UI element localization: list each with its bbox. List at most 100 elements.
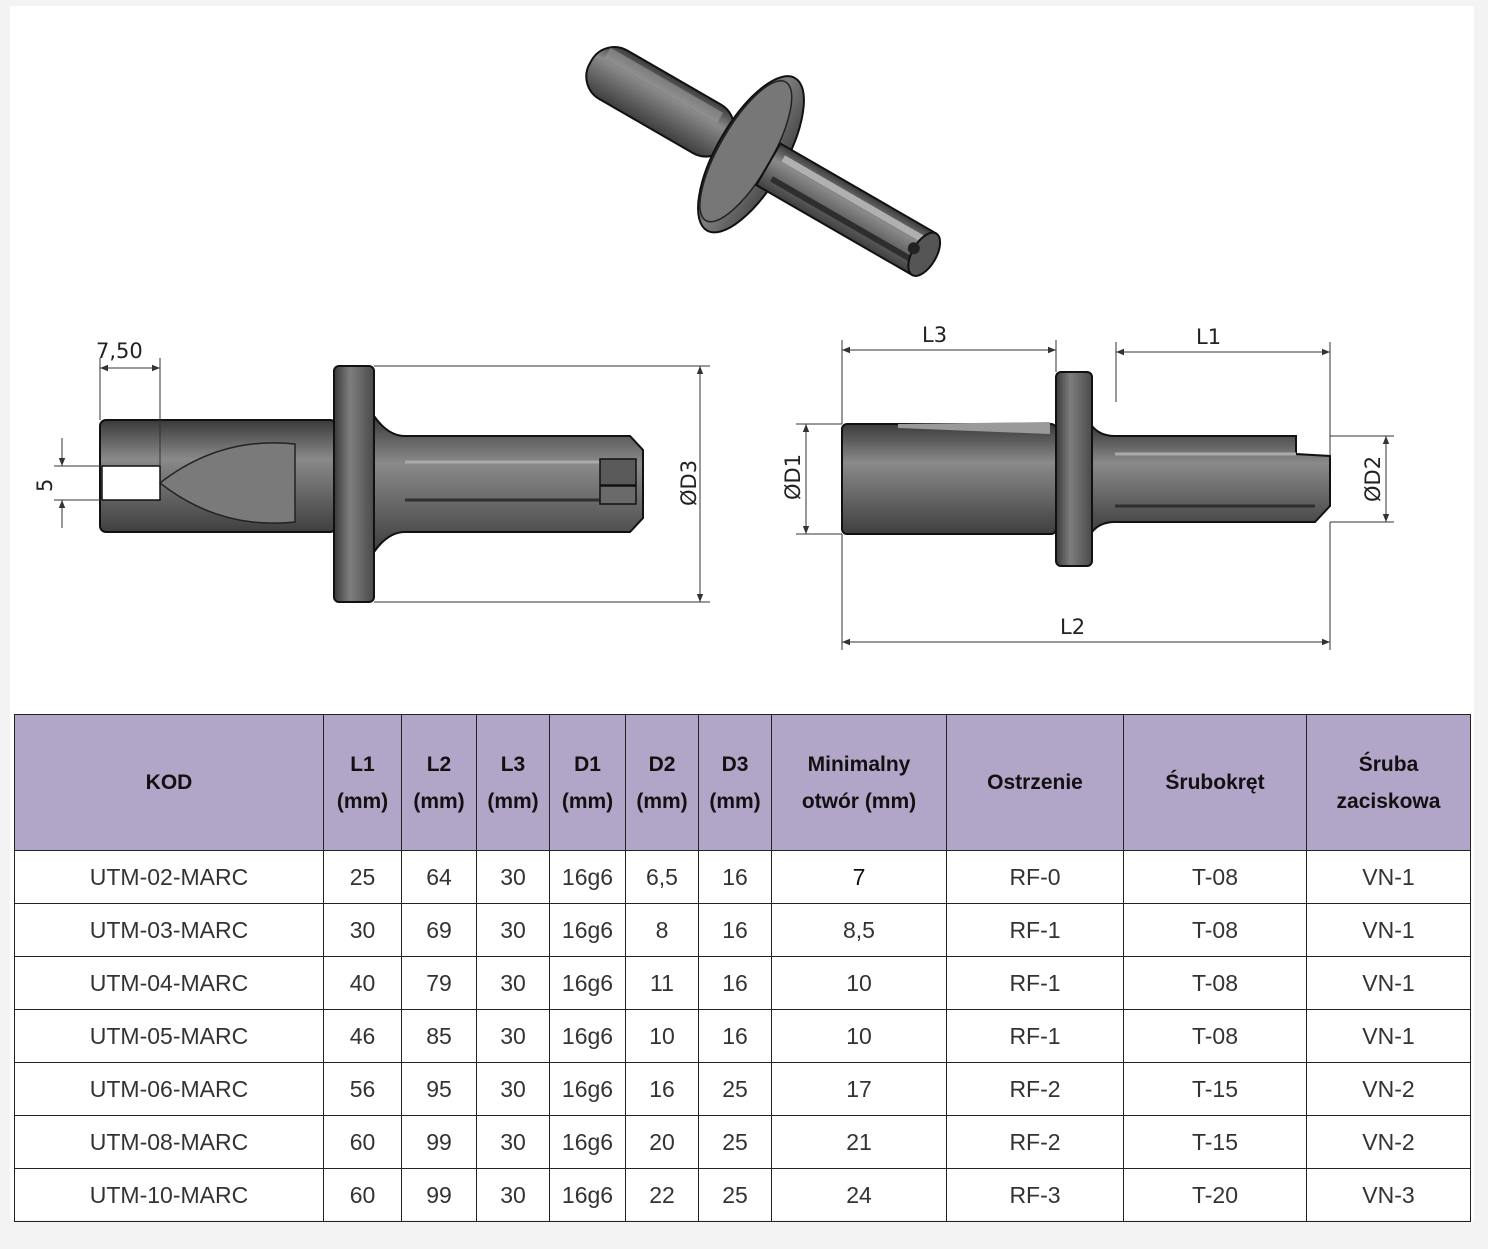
column-header-line2: (mm) (487, 789, 539, 813)
table-cell: 16 (698, 903, 772, 957)
table-cell: 56 (323, 1062, 402, 1116)
column-header: D3 (mm) (698, 714, 772, 851)
table-cell: 10 (625, 1009, 699, 1063)
table-cell: 60 (323, 1168, 402, 1222)
table-cell: 8,5 (771, 903, 947, 957)
column-header-line1: L1 (350, 752, 375, 776)
column-header-line1: D1 (574, 752, 601, 776)
dim-slot-width: 7,50 (96, 339, 143, 363)
table-cell: RF-2 (946, 1062, 1124, 1116)
table-cell: 16 (698, 850, 772, 904)
table-cell: VN-1 (1306, 1009, 1471, 1063)
table-cell: 8 (625, 903, 699, 957)
column-header: Ostrzenie (946, 714, 1124, 851)
dim-d1: ØD1 (781, 454, 805, 500)
column-header-line2: otwór (mm) (801, 789, 917, 813)
table-cell: 16 (698, 1009, 772, 1063)
table-cell: 6,5 (625, 850, 699, 904)
table-cell: 46 (323, 1009, 402, 1063)
column-header-line1: D2 (648, 752, 676, 776)
table-cell: UTM-10-MARC (14, 1168, 324, 1222)
table-cell: 99 (401, 1115, 477, 1169)
table-cell: 30 (476, 850, 550, 904)
column-header-line2: (mm) (636, 789, 688, 813)
column-header-line2: zaciskowa (1336, 789, 1441, 813)
table-cell: RF-2 (946, 1115, 1124, 1169)
table-cell: VN-1 (1306, 903, 1471, 957)
table-cell: 40 (323, 956, 402, 1010)
table-cell: RF-1 (946, 956, 1124, 1010)
table-cell: T-08 (1123, 903, 1307, 957)
table-cell: RF-1 (946, 903, 1124, 957)
table-cell: 99 (401, 1168, 477, 1222)
column-header-line1: D3 (721, 752, 749, 776)
table-cell: 30 (476, 903, 550, 957)
table-cell: 25 (323, 850, 402, 904)
column-header: KOD (14, 714, 324, 851)
table-cell: 69 (401, 903, 477, 957)
table-cell: 10 (771, 956, 947, 1010)
table-cell: 16g6 (549, 850, 626, 904)
table-cell: T-15 (1123, 1062, 1307, 1116)
column-header-line1: Śruba (1358, 752, 1419, 776)
table-cell: 25 (698, 1168, 772, 1222)
table-cell: VN-1 (1306, 956, 1471, 1010)
table-cell: VN-2 (1306, 1062, 1471, 1116)
table-cell: 16g6 (549, 1009, 626, 1063)
column-header-line1: L3 (500, 752, 526, 776)
table-cell: 16g6 (549, 903, 626, 957)
table-cell: UTM-04-MARC (14, 956, 324, 1010)
column-header: Śrubokręt (1123, 714, 1307, 851)
table-cell: 16g6 (549, 956, 626, 1010)
table-cell: 7 (771, 850, 947, 904)
table-cell: 16g6 (549, 1062, 626, 1116)
table-cell: 95 (401, 1062, 477, 1116)
column-header-line1: KOD (145, 771, 193, 794)
table-cell: RF-0 (946, 850, 1124, 904)
dim-l2: L2 (1060, 615, 1085, 639)
isometric-view (585, 46, 942, 277)
dim-slot-depth: 5 (33, 479, 57, 492)
column-header-line2: (mm) (709, 789, 761, 813)
table-cell: 30 (323, 903, 402, 957)
column-header: L1(mm) (323, 714, 402, 851)
table-cell: 30 (476, 1062, 550, 1116)
column-header-line1: Śrubokręt (1165, 771, 1265, 794)
table-cell: VN-1 (1306, 850, 1471, 904)
dim-l1: L1 (1196, 325, 1221, 349)
table-cell: 16g6 (549, 1115, 626, 1169)
side-view-left: 7,50 5 ØD3 (33, 339, 710, 603)
table-cell: T-20 (1123, 1168, 1307, 1222)
column-header-line2: (mm) (413, 789, 465, 813)
table-cell: VN-3 (1306, 1168, 1471, 1222)
side-view-right: L3 L1 L2 ØD1 ØD2 (781, 323, 1394, 650)
table-cell: 30 (476, 1168, 550, 1222)
table-cell: 25 (698, 1115, 772, 1169)
table-cell: UTM-05-MARC (14, 1009, 324, 1063)
dim-d3: ØD3 (677, 460, 701, 506)
table-cell: 79 (401, 956, 477, 1010)
dim-d2: ØD2 (1361, 456, 1385, 502)
column-header: D1 (mm) (549, 714, 626, 851)
column-header: D2 (mm) (625, 714, 699, 851)
table-cell: 16 (625, 1062, 699, 1116)
table-cell: 21 (771, 1115, 947, 1169)
dim-l3: L3 (922, 323, 947, 347)
column-header-line1: Minimalny (807, 752, 911, 776)
table-cell: RF-1 (946, 1009, 1124, 1063)
column-header-line2: (mm) (561, 789, 614, 813)
column-header: L3 (mm) (476, 714, 550, 851)
table-cell: 16g6 (549, 1168, 626, 1222)
table-cell: 11 (625, 956, 699, 1010)
table-cell: 24 (771, 1168, 947, 1222)
product-sheet: 7,50 5 ØD3 L3 L1 (10, 6, 1474, 1222)
